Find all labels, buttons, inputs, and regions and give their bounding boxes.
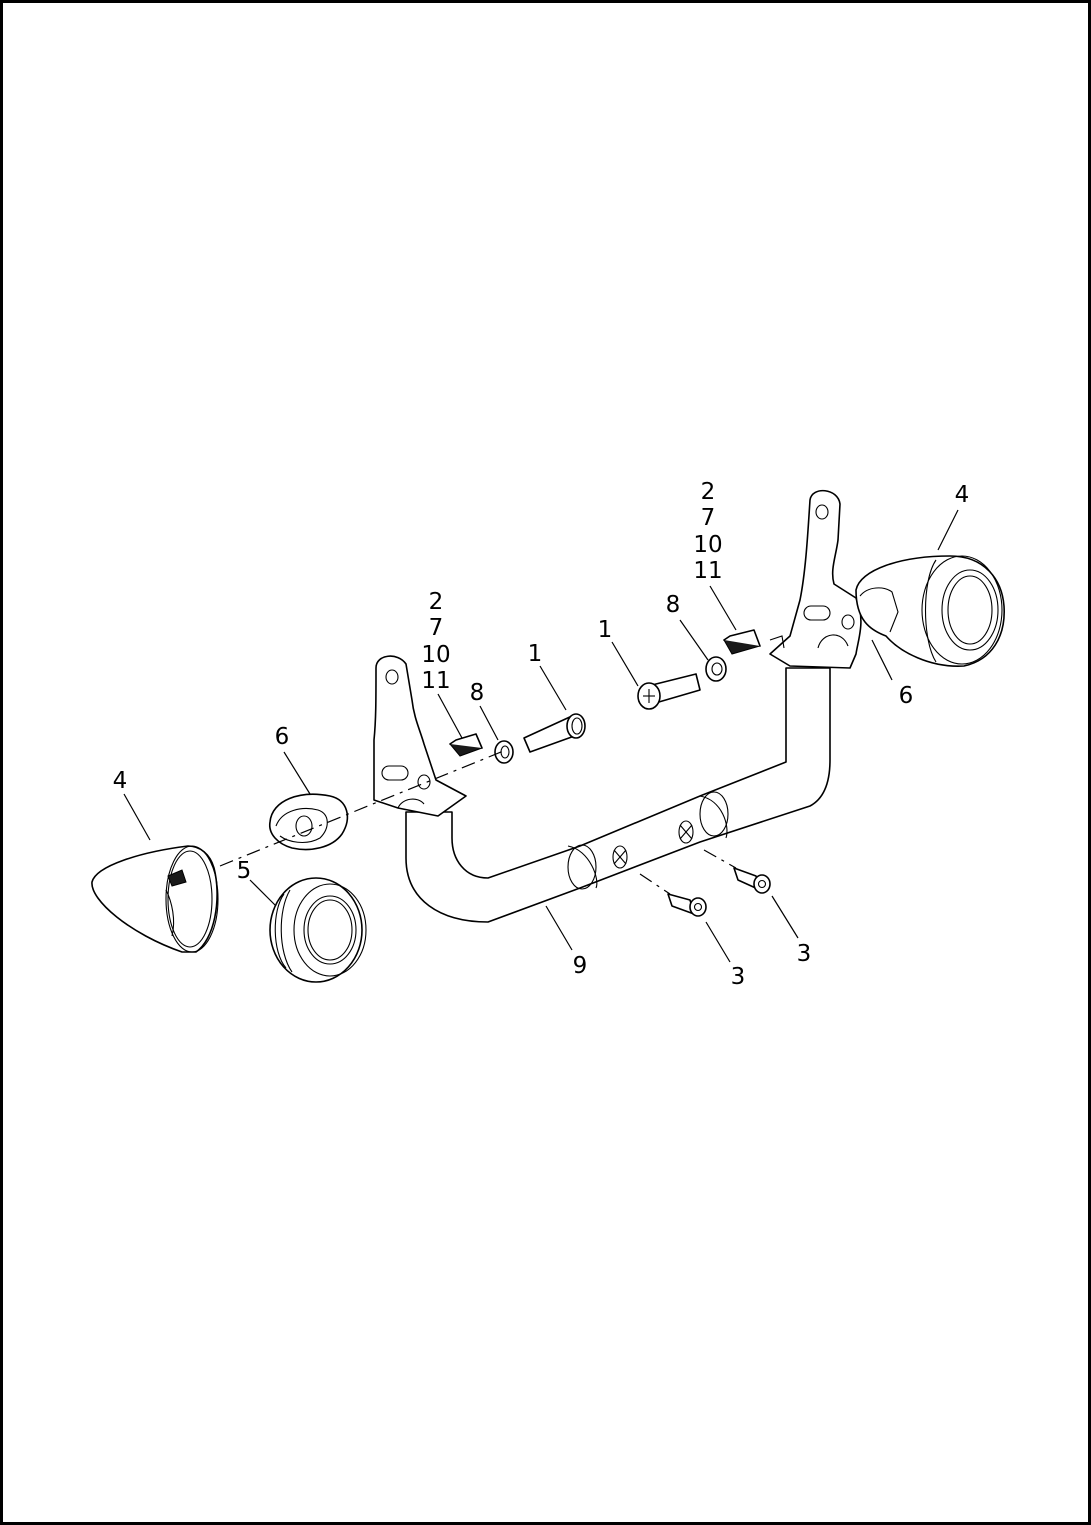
callout-right-connector-10: 10 [693, 532, 722, 558]
assembly-lines [219, 749, 737, 895]
callout-right-connector-11: 11 [693, 558, 722, 584]
right-washer [705, 656, 727, 682]
callout-screw-upper: 3 [797, 941, 812, 967]
callout-left-lamp: 4 [113, 768, 128, 794]
callout-right-bolt: 1 [598, 617, 613, 643]
callout-left-connector-11: 11 [421, 668, 450, 694]
callout-right-bracket: 6 [899, 683, 914, 709]
left-mount-bracket [373, 655, 467, 817]
left-bolt [523, 713, 586, 753]
callout-right-connector-2: 2 [701, 479, 716, 505]
callout-crossbar: 9 [573, 953, 588, 979]
callout-left-bracket: 6 [275, 724, 290, 750]
left-washer [494, 740, 514, 764]
left-connector [449, 733, 483, 757]
left-lamp-bracket [268, 793, 349, 851]
bezel-ring [269, 877, 367, 983]
callout-bezel: 5 [237, 858, 252, 884]
callout-right-lamp: 4 [955, 482, 970, 508]
right-lamp-housing [855, 555, 1005, 667]
crossbar-part [405, 667, 831, 923]
right-mount-bracket [769, 489, 862, 669]
callout-left-connector-2: 2 [429, 589, 444, 615]
leader-lines [123, 509, 959, 963]
callout-left-bolt: 1 [528, 641, 543, 667]
screw-lower [667, 893, 707, 917]
left-lamp-housing [91, 845, 219, 953]
callout-left-connector-10: 10 [421, 642, 450, 668]
right-bolt [637, 673, 701, 710]
callout-screw-lower: 3 [731, 964, 746, 990]
callout-left-connector-7: 7 [429, 615, 444, 641]
screw-upper [733, 867, 771, 894]
callout-left-washer: 8 [470, 680, 485, 706]
callout-labels: 2 7 10 11 2 7 10 11 8 8 1 1 6 6 4 4 5 9 … [113, 479, 970, 990]
callout-right-connector-7: 7 [701, 505, 716, 531]
right-connector [723, 629, 761, 655]
callout-right-washer: 8 [666, 592, 681, 618]
